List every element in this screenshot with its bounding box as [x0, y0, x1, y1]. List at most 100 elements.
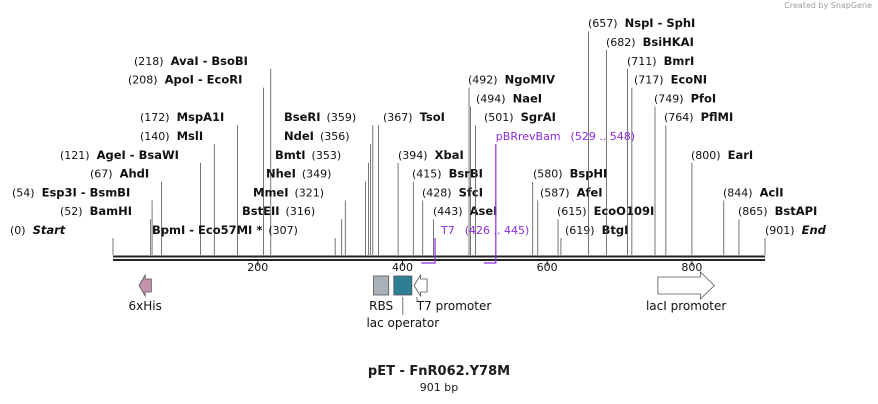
site-tsoi: (367)TsoI [378, 110, 445, 255]
site-name-acli: AclI [760, 185, 784, 199]
snapgene-credit: Created by SnapGene [784, 1, 872, 10]
site-name-bsrbi: BsrBI [449, 167, 483, 181]
site-bmti: BmtI(353) [275, 148, 369, 255]
site-end: (901) End [764, 223, 827, 255]
primer-range-pbrrevbam: (529 .. 548) [571, 130, 636, 143]
site-name-end: End [802, 223, 827, 237]
site-agei-bsawi: (121) AgeI - BsaWI [60, 148, 201, 255]
tick-label-800: 800 [681, 261, 702, 274]
backbone [113, 255, 765, 261]
feature-shape-6xhis [138, 273, 152, 298]
site-pos-bstapi: (865) [738, 205, 768, 218]
site-name-ndei: NdeI [284, 129, 314, 143]
site-bpmi-eco57mi: BpmI - Eco57MI * (307) [152, 223, 336, 255]
site-name-mspa1i: MspA1I [177, 110, 225, 124]
site-pos-start: (0) [10, 224, 26, 237]
map-length: 901 bp [419, 381, 459, 394]
site-name-nspi-sphi: NspI - SphI [625, 16, 696, 30]
site-name-bsteii: BstEII [242, 204, 280, 218]
site-pos-ecoo109i: (615) [557, 205, 587, 218]
site-nspi-sphi: (657) NspI - SphI [588, 16, 695, 255]
primer-name-t7: T7 [440, 224, 455, 237]
site-pos-bmti: (353) [312, 149, 342, 162]
site-pos-ngomiv: (492) [468, 74, 498, 87]
site-sfci: (428)SfcI [422, 185, 483, 255]
site-pos-bseri: (359) [327, 111, 357, 124]
site-name-asei: AseI [470, 204, 498, 218]
site-name-start: Start [33, 223, 66, 237]
site-bamhi: (52) BamHI [60, 204, 152, 255]
site-name-mmei: MmeI [253, 185, 289, 199]
site-pos-econi: (717) [634, 74, 664, 87]
feature-shape-rbs [373, 275, 390, 296]
site-pos-bsphi: (580) [533, 168, 563, 181]
site-pos-bsrbi: (415) [412, 168, 442, 181]
site-afei: (587)AfeI [537, 185, 603, 255]
site-eari: (800)EarI [691, 148, 753, 255]
tick-label-200: 200 [247, 261, 268, 274]
site-bstapi: (865) BstAPI [738, 204, 817, 255]
site-name-bamhi: BamHI [90, 204, 132, 218]
site-name-xbai: XbaI [435, 148, 464, 162]
site-name-msli: MslI [177, 129, 204, 143]
site-pos-nspi-sphi: (657) [588, 17, 618, 30]
site-bsrbi: (415) BsrBI [412, 167, 483, 255]
feature-label-rbs: RBS [369, 299, 393, 313]
site-bseri: BseRI(359) [284, 110, 374, 255]
site-pos-bpmi-eco57mi: (307) [268, 224, 298, 237]
primer-arrow-t7 [421, 238, 436, 264]
site-name-naei: NaeI [513, 91, 542, 105]
site-mspa1i: (172) MspA1I [140, 110, 238, 255]
site-pos-bsihkai: (682) [606, 36, 636, 49]
site-pos-mspa1i: (172) [140, 111, 170, 124]
site-pos-mmei: (321) [295, 186, 325, 199]
site-name-tsoi: TsoI [420, 110, 445, 124]
site-bsteii: BstEII(316) [242, 204, 343, 255]
primer-range-t7: (426 .. 445) [465, 224, 530, 237]
site-pos-naei: (494) [476, 92, 506, 105]
primer-arrow-pbrrevbam [483, 144, 497, 264]
feature-label-t7-promoter: T7 promoter [416, 299, 492, 313]
site-pos-bamhi: (52) [60, 205, 83, 218]
site-acli: (844) AclI [723, 185, 784, 255]
site-pflmi: (764)PflMI [664, 110, 733, 255]
site-econi: (717) EcoNI [631, 73, 707, 255]
site-name-ecoo109i: EcoO109I [594, 204, 655, 218]
site-name-econi: EcoNI [671, 73, 707, 87]
site-name-esp3i-bsmbi: Esp3I - BsmBI [42, 185, 131, 199]
site-bsihkai: (682)BsiHKAI [606, 35, 694, 255]
site-start: (0) Start [10, 223, 114, 255]
site-ngomiv: (492) NgoMIV [468, 73, 555, 255]
site-name-ngomiv: NgoMIV [505, 73, 555, 87]
site-ecoo109i: (615) EcoO109I [557, 204, 654, 255]
site-nhei: NheI(349) [266, 167, 366, 255]
feature-laci-promoter: lacI promoter [646, 271, 726, 313]
site-ahdi: (67)AhdI [90, 167, 162, 255]
site-pos-pfoi: (749) [654, 92, 684, 105]
site-pos-sfci: (428) [422, 186, 452, 199]
site-pos-esp3i-bsmbi: (54) [12, 186, 35, 199]
site-name-bstapi: BstAPI [775, 204, 818, 218]
feature-label-6xhis: 6xHis [129, 299, 162, 313]
site-ndei: NdeI(356) [284, 129, 372, 255]
site-pos-apoi-ecori: (208) [128, 74, 158, 87]
site-pos-eari: (800) [691, 149, 721, 162]
site-pos-asei: (443) [433, 205, 463, 218]
site-avai-bsobi: (218)AvaI - BsoBI [134, 54, 272, 255]
site-pos-bmri: (711) [627, 55, 657, 68]
site-name-agei-bsawi: AgeI - BsaWI [97, 148, 179, 162]
site-name-bpmi-eco57mi: BpmI - Eco57MI * [152, 223, 262, 237]
site-esp3i-bsmbi: (54) Esp3I - BsmBI [12, 185, 153, 255]
site-pfoi: (749) PfoI [654, 91, 716, 255]
site-pos-end: (901) [765, 224, 795, 237]
site-pos-acli: (844) [723, 186, 753, 199]
feature-shape-laci-promoter [657, 271, 715, 300]
site-name-nhei: NheI [266, 167, 296, 181]
site-pos-ahdi: (67) [90, 168, 113, 181]
feature-t7-promoter: T7 promoter [413, 273, 492, 313]
feature-label-lac-operator: lac operator [366, 316, 439, 330]
site-name-pfoi: PfoI [691, 91, 717, 105]
site-name-btgi: BtgI [602, 223, 629, 237]
site-pos-agei-bsawi: (121) [60, 149, 90, 162]
